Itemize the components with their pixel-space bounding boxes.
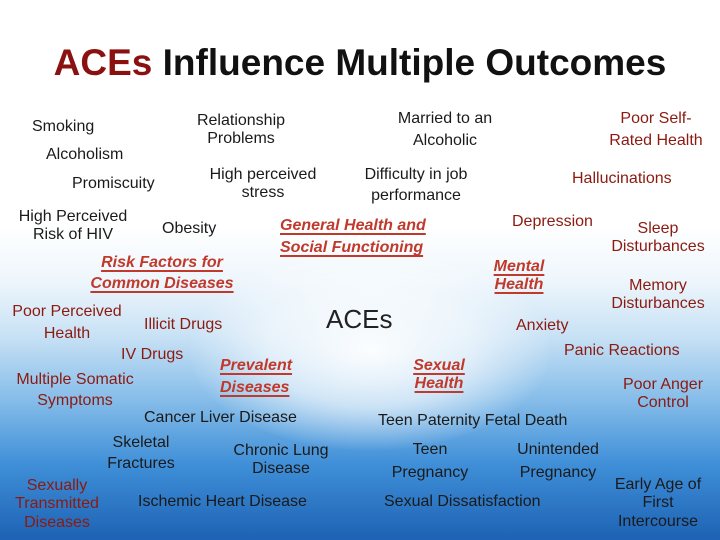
header-general-health: General Health and Social Functioning (280, 215, 426, 260)
header-risk-factors-line2: Common Diseases (90, 274, 234, 292)
item-married-alcoholic: Married to an Alcoholic (380, 108, 510, 153)
header-risk-factors-line1: Risk Factors for (101, 254, 223, 271)
item-alcoholism: Alcoholism (46, 146, 124, 163)
header-risk-factors: Risk Factors for Common Diseases (78, 253, 246, 295)
item-chronic-lung-disease: Chronic Lung Disease (226, 442, 336, 479)
header-sexual-health-line1: Sexual (413, 357, 465, 374)
item-high-risk-hiv-line1: High Perceived (18, 208, 128, 225)
item-unintended-line2: Pregnancy (519, 464, 597, 482)
item-illicit-drugs: Illicit Drugs (144, 316, 223, 333)
item-unintended-line1: Unintended (517, 441, 599, 458)
header-sexual-health-line2: Health (414, 375, 464, 393)
item-first-line2: First (642, 494, 674, 512)
item-smoking: Smoking (32, 118, 95, 135)
item-hallucinations: Hallucinations (572, 170, 672, 187)
item-teen-preg-line2: Pregnancy (391, 464, 469, 482)
item-poor-anger-control: Poor Anger Control (608, 376, 718, 413)
item-obesity: Obesity (162, 220, 217, 237)
item-job-difficulty: Difficulty in job performance (348, 165, 484, 207)
item-iv-drugs: IV Drugs (121, 346, 184, 363)
item-self-rated-line1: Poor Self- (620, 110, 692, 127)
title-rest: Influence Multiple Outcomes (152, 42, 667, 83)
header-prevalent-line2: Diseases (220, 379, 290, 397)
item-anger-line2: Control (637, 394, 689, 412)
item-skeletal-line2: Fractures (107, 454, 175, 472)
header-sexual-health: Sexual Health (404, 357, 474, 394)
item-poor-perceived-health: Poor Perceived Health (6, 301, 128, 344)
header-general-health-line2: Social Functioning (280, 239, 424, 257)
header-mental-health-line2: Health (494, 276, 544, 294)
item-job-line1: Difficulty in job (364, 166, 468, 183)
item-memory-line1: Memory (629, 277, 687, 294)
item-stress-line1: High perceived (209, 166, 317, 183)
item-poor-self-rated-health: Poor Self- Rated Health (596, 108, 716, 153)
item-relationship-line2: Problems (207, 130, 275, 148)
item-anger-line1: Poor Anger (622, 376, 704, 393)
item-teen-paternity-fetal-death: Teen Paternity Fetal Death (378, 412, 568, 429)
item-sleep-line1: Sleep (637, 220, 679, 237)
item-sexual-dissatisfaction: Sexual Dissatisfaction (384, 493, 541, 510)
item-somatic-line2: Symptoms (37, 391, 113, 409)
header-prevalent-line1: Prevalent (220, 357, 293, 374)
item-std-line1: Sexually (26, 477, 88, 494)
item-first-line1: Early Age of (614, 476, 702, 493)
item-skeletal-line1: Skeletal (112, 434, 170, 451)
item-married-line1: Married to an (397, 110, 493, 127)
item-unintended-pregnancy: Unintended Pregnancy (508, 438, 608, 484)
page-title: ACEs Influence Multiple Outcomes (0, 42, 720, 84)
item-poor-health-line2: Health (43, 324, 91, 342)
item-sexually-transmitted-diseases: Sexually Transmitted Diseases (6, 477, 108, 532)
item-job-line2: performance (371, 186, 461, 204)
title-highlight: ACEs (53, 42, 153, 83)
item-sleep-disturbances: Sleep Disturbances (604, 220, 712, 257)
header-mental-health-line1: Mental (493, 258, 545, 275)
item-married-line2: Alcoholic (412, 132, 478, 150)
item-somatic-line1: Multiple Somatic (16, 371, 134, 388)
center-glow (190, 250, 550, 450)
item-relationship-line1: Relationship (196, 112, 286, 129)
item-high-risk-hiv-line2: Risk of HIV (32, 226, 113, 244)
item-lung-line1: Chronic Lung (233, 442, 329, 459)
center-aces: ACEs (326, 304, 393, 334)
item-high-stress: High perceived stress (200, 166, 326, 203)
item-relationship-problems: Relationship Problems (186, 112, 296, 149)
item-lung-line2: Disease (252, 460, 310, 478)
item-poor-health-line1: Poor Perceived (12, 303, 122, 320)
item-memory-line2: Disturbances (611, 295, 705, 313)
item-anxiety: Anxiety (516, 317, 569, 334)
item-teen-preg-line1: Teen (412, 441, 448, 458)
header-prevalent-diseases: Prevalent Diseases (220, 355, 292, 400)
item-panic-reactions: Panic Reactions (564, 342, 680, 359)
item-std-line3: Diseases (24, 513, 90, 531)
item-stress-line2: stress (241, 184, 285, 202)
item-teen-pregnancy: Teen Pregnancy (386, 438, 474, 484)
item-cancer-liver-disease: Cancer Liver Disease (144, 409, 297, 426)
item-sleep-line2: Disturbances (611, 238, 705, 256)
item-high-risk-hiv: High Perceived Risk of HIV (14, 208, 132, 245)
item-memory-disturbances: Memory Disturbances (604, 277, 712, 314)
item-skeletal-fractures: Skeletal Fractures (98, 433, 184, 475)
item-first-line3: Intercourse (617, 512, 699, 530)
header-mental-health: Mental Health (486, 258, 552, 295)
item-somatic-symptoms: Multiple Somatic Symptoms (4, 370, 146, 412)
item-early-first-intercourse: Early Age of First Intercourse (602, 476, 714, 531)
item-ischemic-heart-disease: Ischemic Heart Disease (138, 493, 307, 510)
item-self-rated-line2: Rated Health (609, 132, 703, 150)
item-promiscuity: Promiscuity (72, 175, 155, 192)
header-general-health-line1: General Health and (280, 217, 426, 234)
item-depression: Depression (512, 213, 593, 230)
item-std-line2: Transmitted (15, 495, 99, 513)
